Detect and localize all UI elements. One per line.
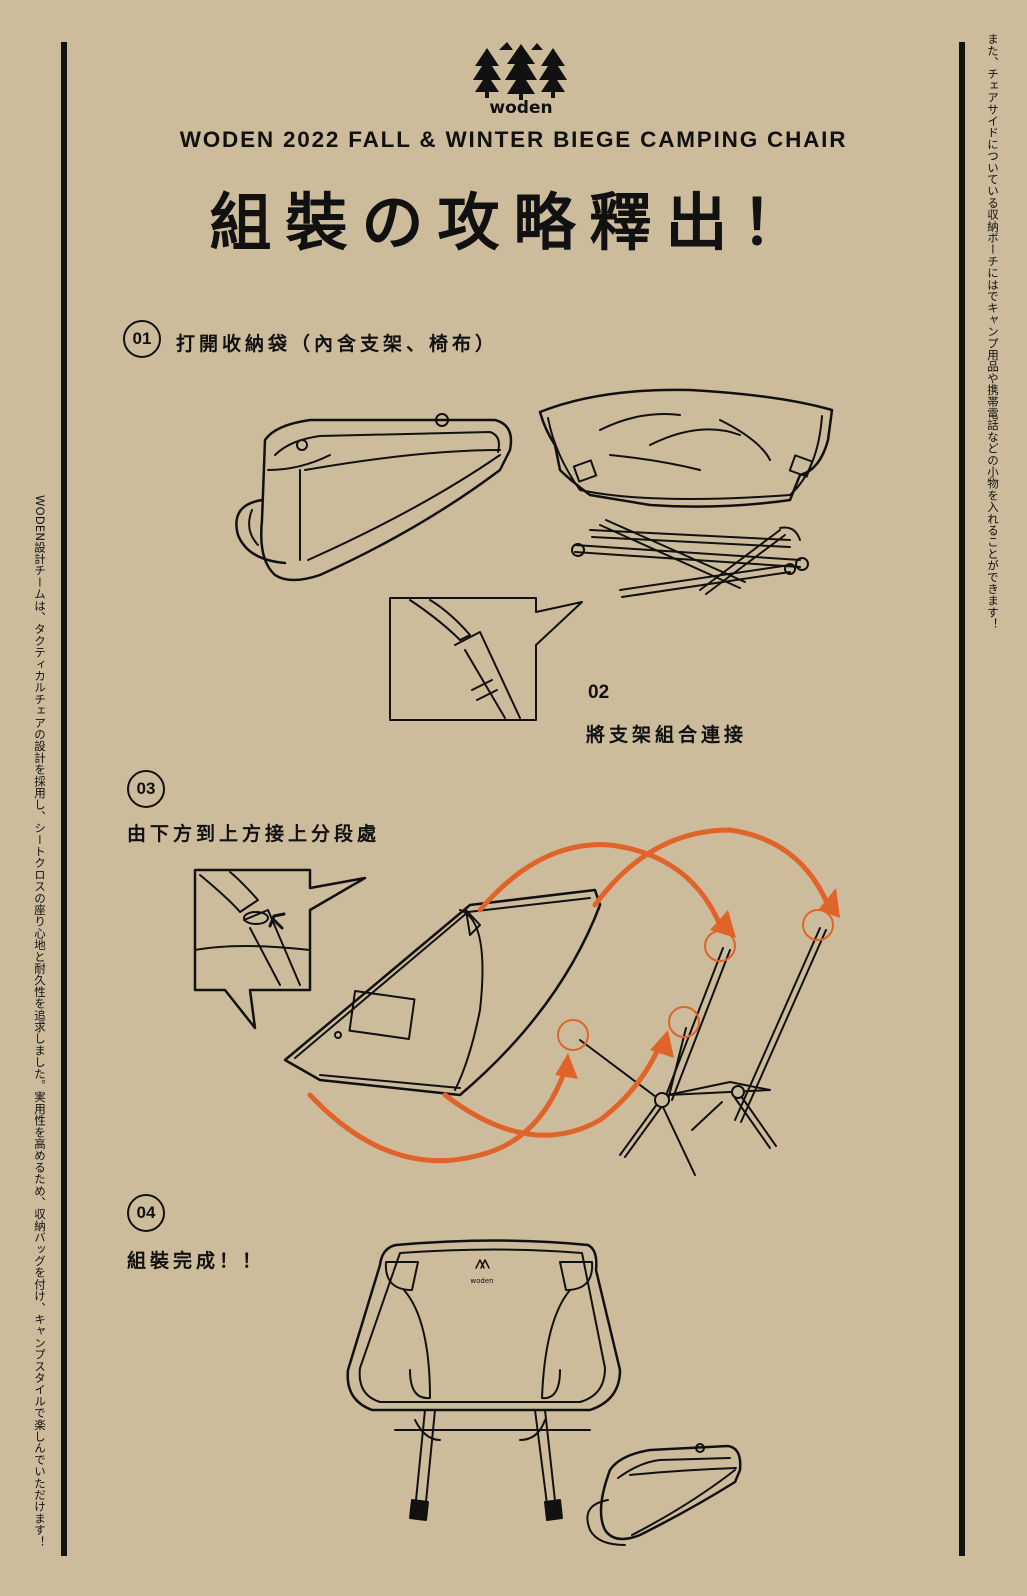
arrow-upper-right [592,827,831,908]
step-03-text: 由下方到上方接上分段處 [127,823,381,845]
left-side-text: WODEN設計チームは、タクティカルチェアの設計を採用し、シートクロスの座り心地… [33,495,47,1548]
pole-insert-detail-icon [193,868,367,1030]
step-04-text: 組裝完成！！ [127,1250,266,1272]
logo-trees-icon: woden [473,42,567,118]
logo-text: woden [489,98,552,115]
step-04-badge: 04 [127,1194,165,1232]
pole-connection-detail-icon [389,597,583,721]
arrow-heads [555,888,840,1079]
storage-bag-icon [235,413,513,582]
page-title: 組裝の攻略釋出！ [209,186,818,259]
arrow-lower-right [442,1042,663,1138]
step-01-badge: 01 [123,320,161,358]
chair-seat-icon [283,888,602,1097]
arrow-upper-left [477,842,723,928]
chair-logo-text: woden [470,1277,493,1285]
step-03-badge: 03 [127,770,165,808]
left-border-line [61,42,67,1556]
chair-frame-icon [579,927,827,1176]
brand-title: WODEN 2022 FALL & WINTER BIEGE CAMPING C… [179,127,848,152]
assembly-arrows [307,827,831,1164]
frame-poles-icon [571,519,809,598]
brand-logo: woden [473,40,569,118]
right-side-text: また、チェアサイドについている収納ポーチにはでキャンプ用品や携帯電話などの小物を… [986,33,1000,630]
small-storage-bag-icon [586,1443,742,1546]
step-02-number: 02 [588,682,610,703]
chair-fabric-icon [538,388,834,508]
right-border-line [959,42,965,1556]
step-02-text: 將支架組合連接 [586,724,748,746]
step-01-text: 打開收納袋（內含支架、椅布） [176,333,499,355]
highlight-circles [557,909,834,1051]
arrow-lower-left [307,1067,568,1164]
assembled-chair-icon: woden [346,1239,622,1521]
